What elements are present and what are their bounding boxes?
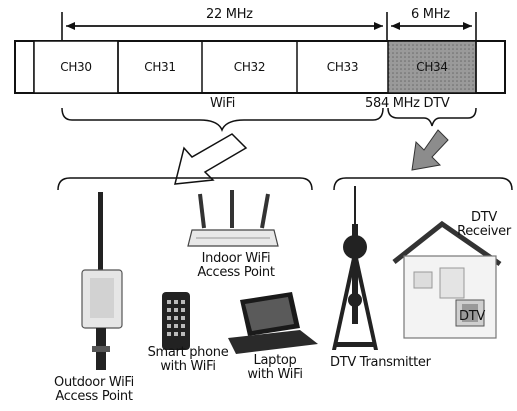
- filled-arrow-icon: [411, 129, 449, 171]
- spectrum-band: [14, 40, 506, 94]
- outdoor-access-point-icon: [81, 192, 123, 370]
- wifi-brace: [61, 107, 384, 133]
- outdoor-access-point-label: Outdoor WiFi Access Point: [54, 375, 134, 404]
- span-arrows: [61, 12, 477, 40]
- dtv-tv-label: DTV: [459, 309, 485, 324]
- channel-label-ch30: CH30: [60, 60, 92, 74]
- span-6mhz-label: 6 MHz: [411, 7, 450, 22]
- channel-label-ch33: CH33: [326, 60, 359, 74]
- indoor-access-point-label: Indoor WiFi Access Point: [197, 251, 275, 280]
- channel-cell-ch30: [33, 40, 119, 94]
- laptop-label: Laptop with WiFi: [247, 353, 303, 382]
- laptop-icon: [228, 292, 318, 354]
- dtv-frequency-label: 584 MHz DTV: [365, 96, 450, 111]
- dtv-transmitter-tower-icon: [332, 186, 378, 350]
- dtv-receiver-label: DTV Receiver: [457, 210, 511, 239]
- outline-arrow-icon: [174, 133, 248, 185]
- span-22mhz-label: 22 MHz: [206, 7, 253, 22]
- dtv-transmitter-label: DTV Transmitter: [330, 355, 431, 370]
- wifi-devices-brace: [57, 177, 313, 191]
- indoor-access-point-icon: [187, 190, 279, 247]
- dtv-devices-brace: [333, 177, 513, 191]
- channel-label-ch31: CH31: [144, 60, 176, 74]
- house-icon: [392, 220, 502, 339]
- smartphone-icon: [162, 292, 190, 350]
- channel-label-ch34: CH34: [416, 60, 448, 74]
- smartphone-label: Smart phone with WiFi: [147, 345, 229, 374]
- wifi-label: WiFi: [210, 96, 236, 111]
- dtv-brace: [387, 107, 477, 127]
- channel-label-ch32: CH32: [233, 60, 266, 74]
